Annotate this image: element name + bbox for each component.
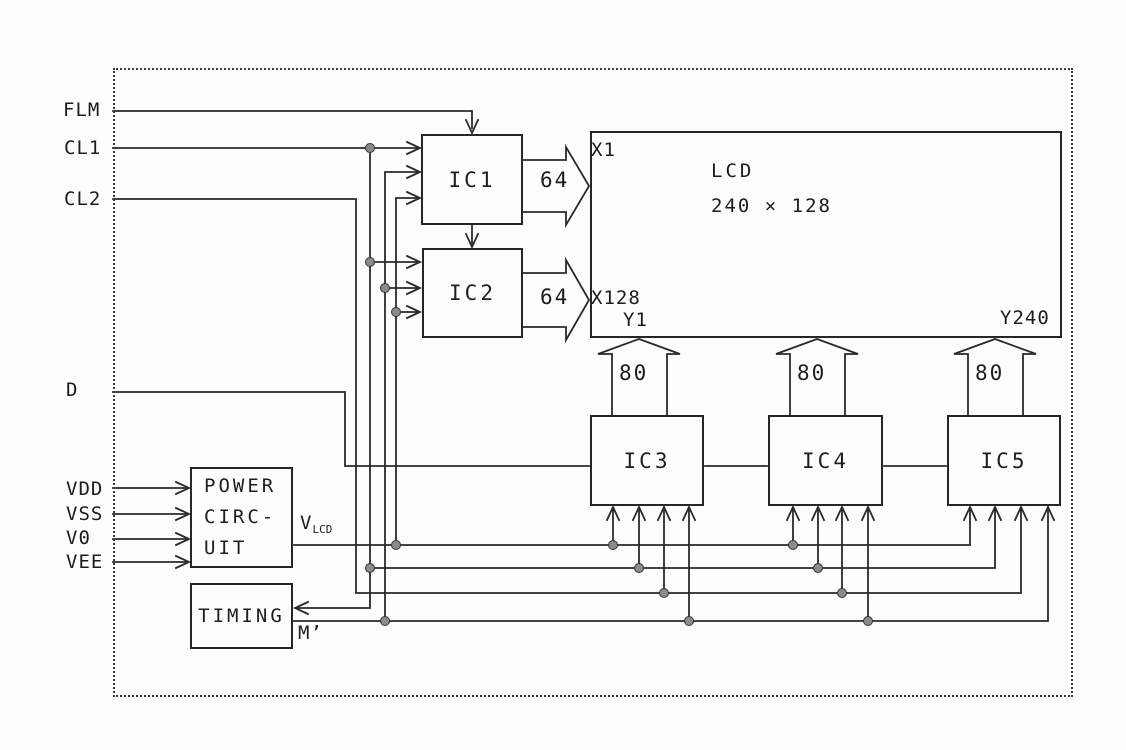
lcd-title: LCD [711,160,755,182]
block-ic5: IC5 [947,415,1061,506]
wire-cl1-bus [369,509,996,569]
power-label-line2: CIRC- [204,506,277,528]
block-ic4-label: IC4 [802,448,849,473]
wire-mprime-vertical [384,171,418,622]
block-ic1-label: IC1 [448,167,496,192]
lcd-label-y1: Y1 [623,309,648,331]
signal-label-cl2: CL2 [64,188,102,210]
arrowhead-left-timing [292,600,310,616]
block-power-circuit: POWER CIRC- UIT [190,467,293,568]
module-boundary [113,68,1073,697]
wire-flm [112,110,473,129]
lcd-resolution: 240 × 128 [711,195,832,217]
block-power-label: POWER CIRC- UIT [192,471,276,564]
bus-arrow-80-ic5 [953,338,1037,416]
arrowheads-up [605,504,1056,522]
bus-width-ic2: 64 [540,285,570,309]
lcd-label-x1: X1 [591,139,616,161]
bus-width-ic4: 80 [797,361,827,385]
block-ic5-label: IC5 [980,448,1028,473]
signal-label-m-prime: M’ [298,622,323,644]
signal-label-cl1: CL1 [64,137,102,159]
vlcd-subscript: LCD [312,523,333,536]
block-ic3: IC3 [590,415,704,506]
signal-label-v0: V0 [66,527,91,549]
vlcd-base: V [300,512,313,534]
wire-cl2 [112,198,1022,594]
block-ic2-label: IC2 [449,281,496,305]
block-lcd [590,131,1062,338]
wire-d [112,391,590,467]
junction-dots [365,143,873,626]
arrowheads-right [174,140,423,570]
wire-vlcd-vertical [395,197,418,546]
signal-label-vss: VSS [66,503,104,525]
bus-arrow-64-ic1 [522,143,591,229]
wire-mprime-bus [293,509,1049,622]
signal-label-vee: VEE [66,551,104,573]
signal-label-d: D [66,379,79,401]
block-ic2: IC2 [422,248,523,338]
bus-arrow-64-ic2 [522,256,591,344]
bus-width-ic3: 80 [619,361,649,385]
lcd-label-x128: X128 [591,287,641,309]
bus-arrow-80-ic4 [775,338,859,416]
signal-label-flm: FLM [63,99,101,121]
bus-width-ic1: 64 [540,168,570,192]
block-ic3-label: IC3 [623,448,671,473]
lcd-label-y240: Y240 [1000,307,1050,329]
block-ic4: IC4 [768,415,883,506]
power-label-line1: POWER [204,475,277,497]
signal-label-vlcd: VLCD [300,512,332,536]
power-label-line3: UIT [204,537,248,559]
block-ic1: IC1 [421,134,523,225]
block-timing: TIMING [190,583,293,649]
bus-width-ic5: 80 [975,361,1005,385]
signal-label-vdd: VDD [66,478,104,500]
bus-arrow-80-ic3 [597,338,681,416]
block-timing-label: TIMING [198,605,285,627]
wire-vlcd-bus [293,509,971,546]
arrowheads-down [464,118,480,250]
wire-cl1-vertical [296,147,371,609]
